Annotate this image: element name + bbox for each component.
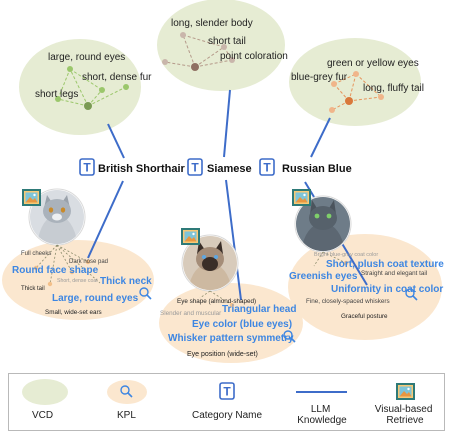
vcd-label: green or yellow eyes — [327, 58, 419, 69]
kpl-attribute: Eye shape (almond-shaped) — [177, 298, 256, 305]
image-icon — [22, 189, 41, 206]
kpl-key-attribute: Short, plush coat texture — [326, 259, 444, 270]
kpl-nodes — [33, 259, 349, 308]
legend-label-kpl: KPL — [117, 410, 136, 421]
kpl-attribute: Eye position (wide-set) — [187, 351, 258, 358]
kpl-key-attribute: Eye color (blue eyes) — [192, 319, 292, 330]
vcd-label: short, dense fur — [82, 72, 152, 83]
kpl-ellipse — [2, 240, 154, 320]
kpl-attribute: Graceful posture — [341, 313, 388, 320]
kpl-attribute: Full cheeks — [21, 251, 51, 257]
kpl-attribute: Small, wide-set ears — [45, 309, 102, 316]
image-icon — [181, 228, 200, 245]
category-name: Russian Blue — [282, 163, 352, 175]
category-name: British Shorthair — [98, 163, 186, 175]
kpl-connectors — [35, 244, 347, 306]
text-t-icon — [259, 158, 275, 176]
legend-box — [8, 373, 445, 431]
legend-label-llm: LLM Knowledge — [297, 404, 347, 426]
vcd-label: blue-grey fur — [291, 72, 348, 83]
vcd-label: point coloration — [220, 51, 288, 62]
cat-photo-siamese — [181, 234, 239, 292]
vcd-ellipse — [19, 39, 141, 135]
category-name: Siamese — [207, 163, 252, 175]
image-icon — [396, 383, 415, 400]
llm-knowledge-line — [310, 117, 331, 158]
vcd-ellipse — [289, 38, 421, 126]
kpl-attribute: Slender and muscular — [160, 310, 221, 317]
vcd-label: large, round eyes — [48, 52, 125, 63]
image-icon — [292, 189, 311, 206]
vcd-ellipse — [157, 0, 285, 91]
legend-label-visual: Visual-based Retrieve — [375, 404, 435, 426]
kpl-key-attribute: Triangular head — [222, 304, 296, 315]
vcd-label: long, slender body — [171, 18, 253, 29]
kpl-attribute: Short, dense coat — [57, 278, 98, 284]
cat-photo-russian-blue — [294, 195, 352, 253]
kpl-key-attribute: Thick neck — [100, 276, 152, 287]
vcd-ellipse — [22, 379, 68, 405]
vcd-label: long, fluffy tail — [363, 83, 424, 94]
text-t-icon — [79, 158, 95, 176]
vcd-label: short tail — [208, 36, 246, 47]
text-t-icon — [187, 158, 203, 176]
vcd-graph — [329, 71, 384, 113]
vcd-graph — [55, 66, 129, 110]
kpl-ellipse — [107, 380, 147, 404]
kpl-key-attribute: Uniformity in coat color — [331, 284, 443, 295]
vcd-label: short legs — [35, 89, 78, 100]
cat-photo-british-shorthair — [28, 188, 86, 246]
kpl-ellipse — [159, 283, 303, 363]
text-t-icon — [219, 382, 235, 400]
kpl-ellipse — [288, 234, 442, 340]
llm-knowledge-line — [223, 89, 231, 158]
llm-knowledge-line — [87, 180, 124, 259]
kpl-key-attribute: Large, round eyes — [52, 293, 139, 304]
kpl-attribute: Straight and elegant tail — [361, 270, 427, 277]
llm-knowledge-line — [225, 179, 242, 301]
kpl-key-attribute: Greenish eyes — [289, 271, 358, 282]
kpl-attribute: Fine, closely-spaced whiskers — [306, 298, 390, 305]
llm-knowledge-line — [107, 123, 125, 159]
kpl-attribute: Dark nose pad — [69, 259, 108, 265]
legend-label-vcd: VCD — [32, 410, 53, 421]
vcd-graph — [162, 32, 235, 71]
kpl-key-attribute: Round face shape — [12, 265, 99, 276]
kpl-key-attribute: Whisker pattern symmetry — [168, 333, 294, 344]
kpl-attribute: Bright blue-gray coat color — [314, 252, 378, 258]
kpl-attribute: Thick tail — [21, 286, 45, 292]
legend-label-category: Category Name — [192, 410, 262, 421]
